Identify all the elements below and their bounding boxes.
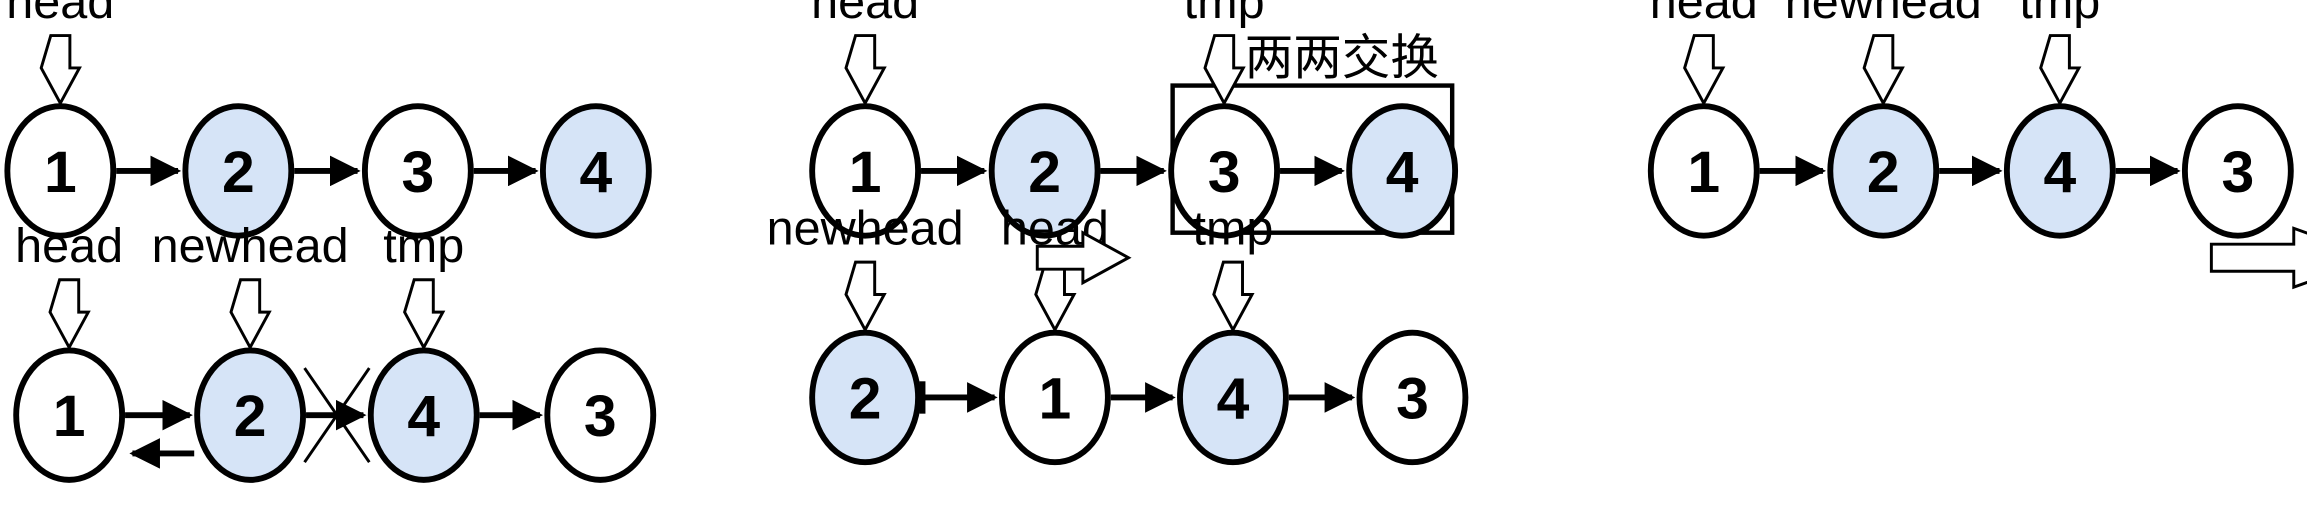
pointer-arrow-tmp-icon	[2039, 34, 2082, 107]
pointer-arrow-newhead-icon	[844, 260, 887, 333]
list-node-value: 2	[849, 366, 882, 431]
list-node-value: 2	[234, 384, 267, 449]
list-node-value: 1	[53, 384, 86, 449]
list-node[interactable]	[1346, 103, 1459, 239]
pointer-arrow-head-icon	[1034, 260, 1077, 333]
list-node[interactable]	[544, 347, 657, 483]
pointer-label-head: head	[1650, 0, 1758, 29]
list-node-value: 1	[44, 140, 77, 205]
list-node-value: 4	[2043, 140, 2076, 205]
list-node-value: 4	[407, 384, 440, 449]
pointer-arrow-head-icon	[1683, 34, 1726, 107]
list-node-value: 1	[1687, 140, 1720, 205]
pointer-label-tmp: tmp	[383, 219, 464, 273]
pointer-arrow-head-icon	[39, 34, 82, 107]
list-node-value: 4	[1217, 366, 1250, 431]
list-node-value: 1	[1039, 366, 1072, 431]
list-node[interactable]	[361, 103, 474, 239]
pointer-arrow-head-icon	[844, 34, 887, 107]
broken-link-cross	[303, 367, 371, 464]
pointer-label-head: head	[15, 219, 123, 273]
pointer-label-head: head	[811, 0, 919, 29]
list-node-value: 2	[1028, 140, 1061, 205]
list-node[interactable]	[1356, 329, 1469, 466]
pointer-label-tmp: tmp	[2019, 0, 2100, 29]
pointer-label-tmp: tmp	[1192, 201, 1273, 255]
pointer-arrow-head-icon	[48, 278, 91, 351]
pointer-label-newhead: newhead	[767, 201, 964, 255]
pair-group-label: 两两交换	[1245, 30, 1439, 86]
list-node-value: 3	[2221, 140, 2254, 205]
pointer-label-newhead: newhead	[1785, 0, 1982, 29]
list-node[interactable]	[2181, 103, 2294, 239]
list-node-value: 2	[1867, 140, 1900, 205]
pointer-arrow-tmp-icon	[1203, 34, 1246, 107]
pointer-arrow-tmp-icon	[403, 278, 446, 351]
pointer-arrow-newhead-icon	[1862, 34, 1905, 107]
pointer-arrow-newhead-icon	[229, 278, 272, 351]
list-node-value: 3	[401, 140, 434, 205]
pointer-label-newhead: newhead	[152, 219, 349, 273]
list-node[interactable]	[988, 103, 1101, 239]
pointer-label-tmp: tmp	[1184, 0, 1265, 29]
panel-4: 1 2 4 3 head newhead tmp	[13, 219, 657, 483]
step-arrow-1-icon	[1035, 230, 1132, 286]
list-node[interactable]	[182, 103, 295, 239]
list-node-value: 3	[1208, 140, 1241, 205]
list-node-value: 3	[1396, 366, 1429, 431]
pointer-arrow-tmp-icon	[1212, 260, 1255, 333]
list-node-value: 4	[580, 140, 613, 205]
list-node-value: 1	[849, 140, 882, 205]
list-node-value: 2	[222, 140, 255, 205]
pointer-label-head: head	[6, 0, 114, 29]
list-node[interactable]	[539, 103, 652, 239]
step-arrow-2-icon	[2209, 226, 2307, 290]
panel-3: 1 2 4 3 head newhead tmp	[1647, 0, 2294, 239]
panel-1: 1 2 3 4 head	[4, 0, 652, 239]
list-node-value: 3	[584, 384, 617, 449]
panel-2: 两两交换 1 2 3 4 head tmp	[809, 0, 1459, 239]
list-node-value: 4	[1386, 140, 1419, 205]
